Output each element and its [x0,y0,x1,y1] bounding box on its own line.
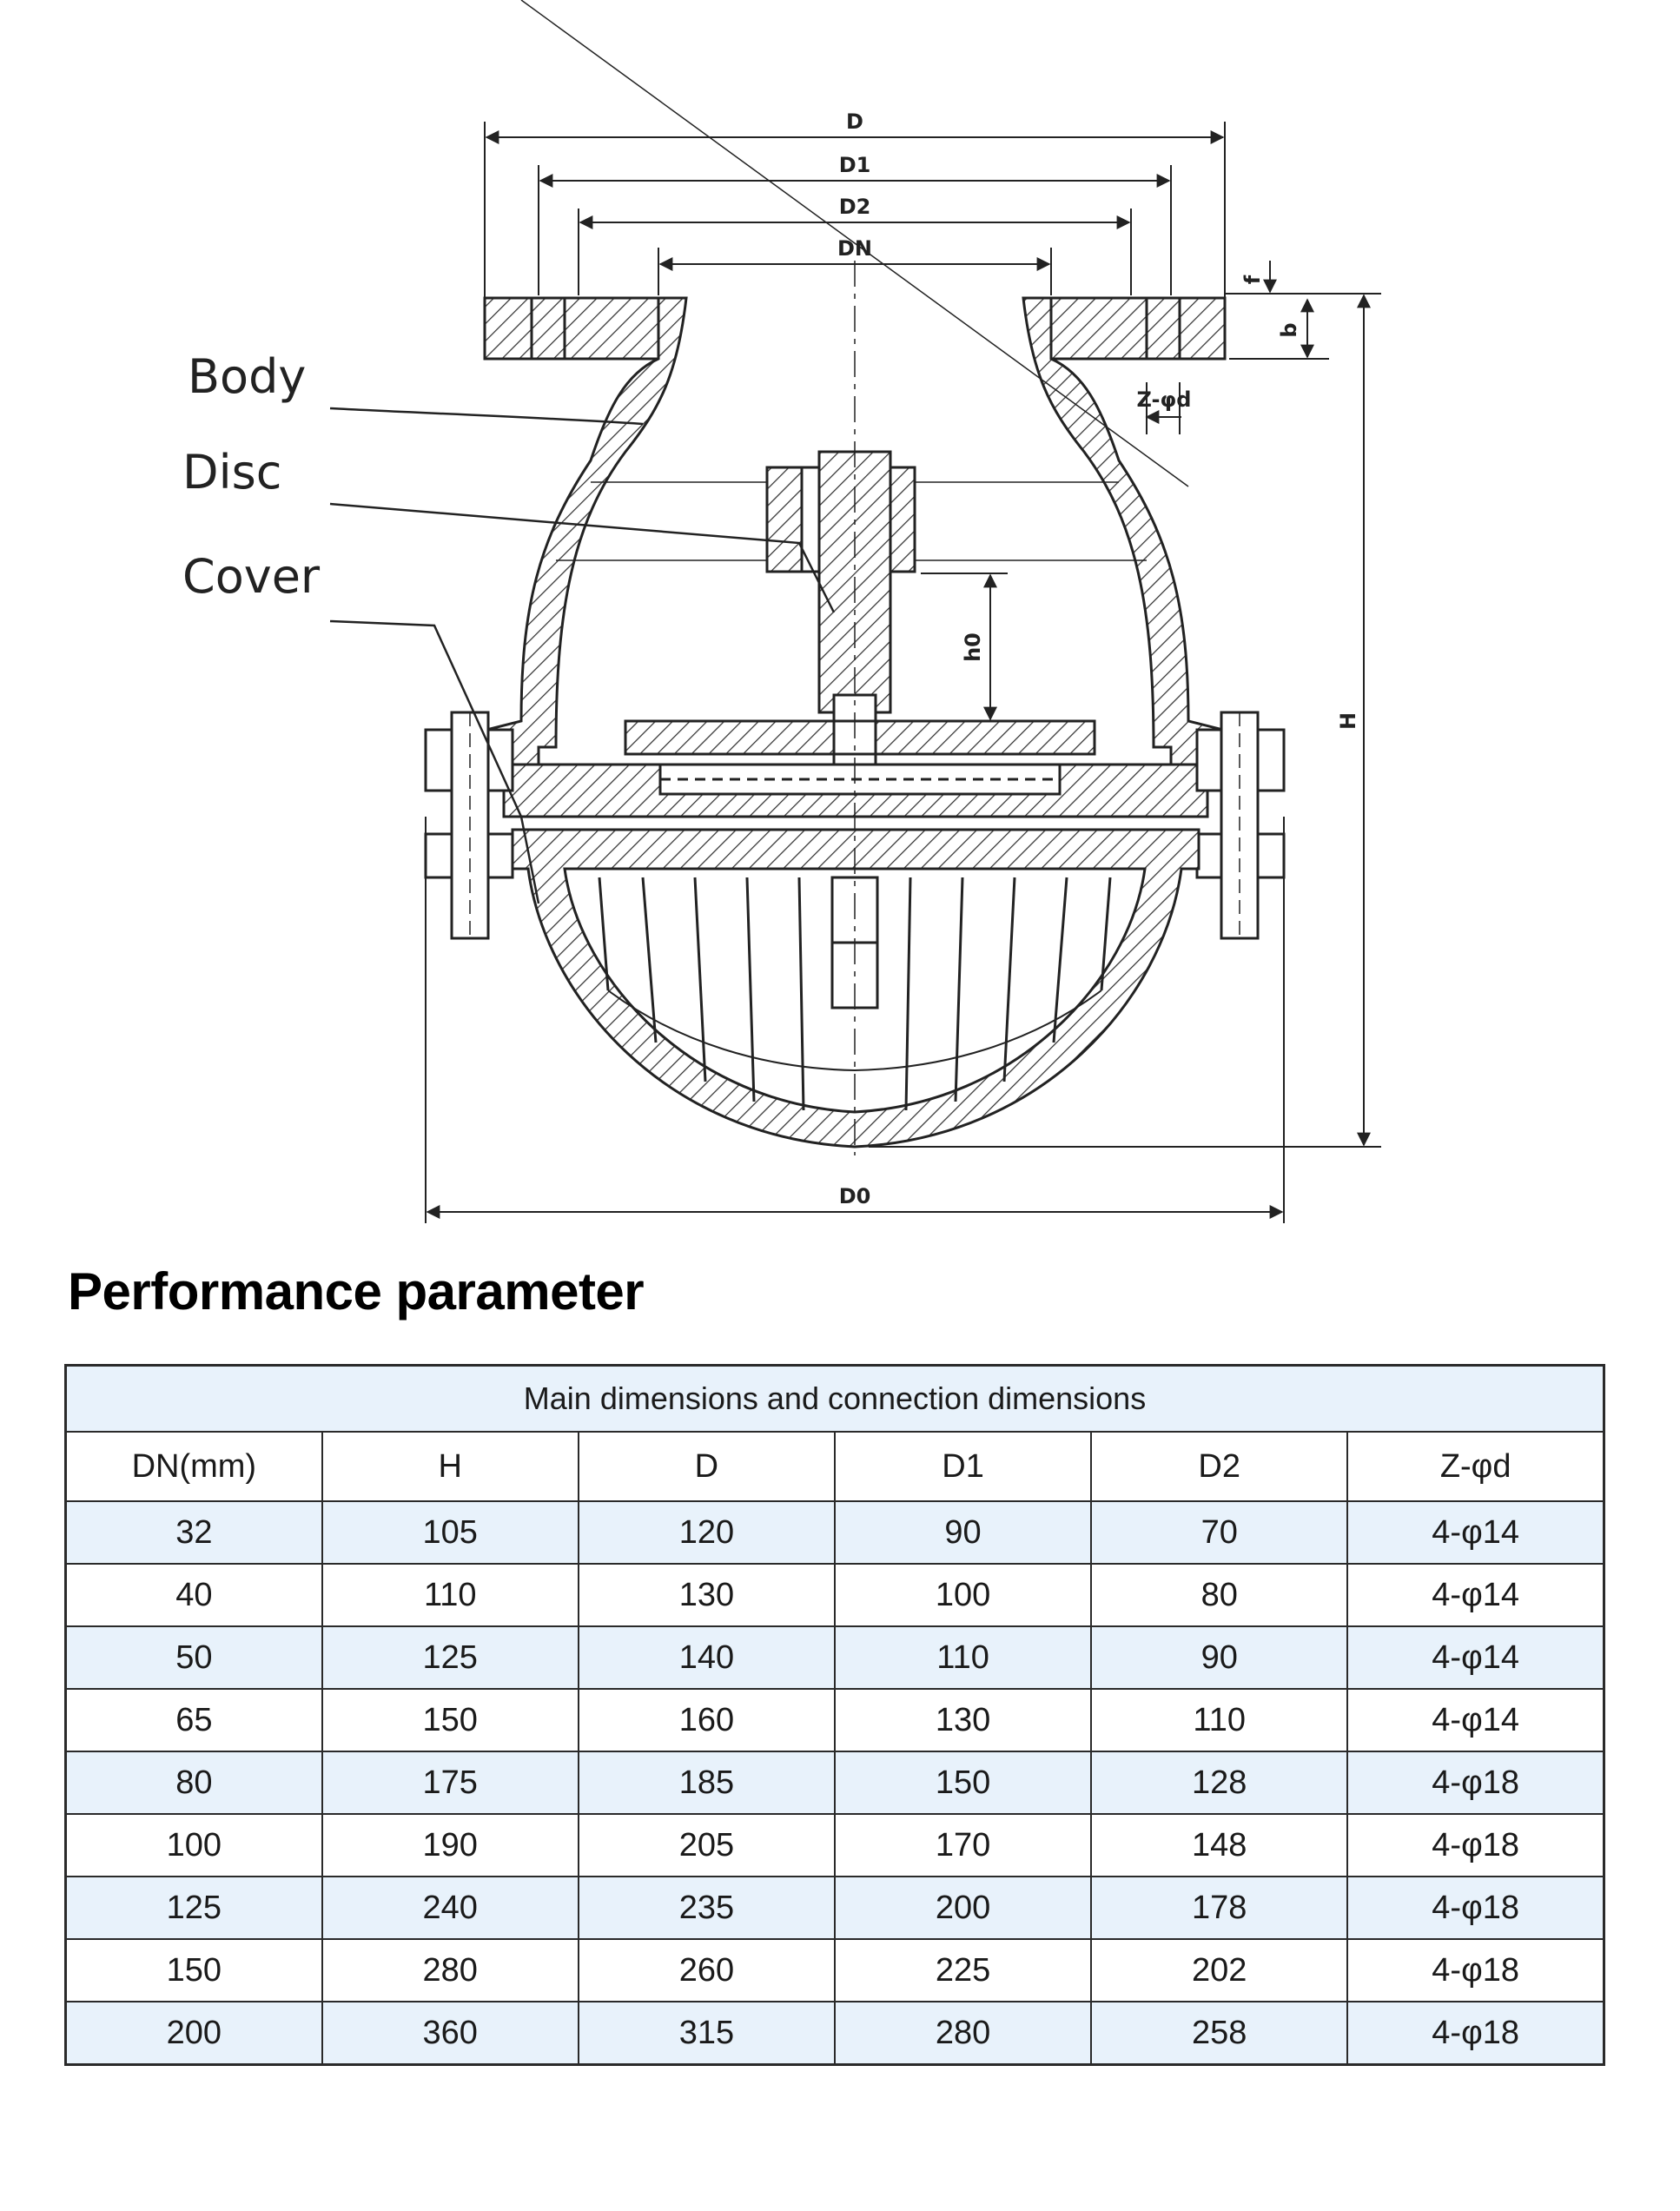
dim-d-label: D [846,109,863,134]
column-header: D2 [1090,1431,1349,1502]
table-cell: 240 [321,1876,579,1940]
table-cell: 150 [64,1938,323,2002]
section-title: Performance parameter [68,1262,645,1321]
table-cell: 175 [321,1751,579,1815]
table-cell: 185 [577,1751,836,1815]
table-cell: 160 [577,1688,836,1752]
table-cell: 280 [321,1938,579,2002]
callout-disc: Disc [182,445,281,500]
table-cell: 4-φ18 [1346,1876,1605,1940]
dim-z-label: Z-φd [1137,387,1192,412]
table-cell: 4-φ14 [1346,1500,1605,1565]
dim-dn-label: DN [837,236,872,261]
dim-f-label: f [1240,275,1265,284]
table-cell: 315 [577,2001,836,2066]
table-cell: 200 [833,1876,1093,1940]
table-cell: 100 [833,1563,1093,1627]
dim-d1-label: D1 [839,153,871,177]
table-cell: 258 [1090,2001,1349,2066]
table-cell: 190 [321,1813,579,1877]
table-cell: 90 [1090,1625,1349,1690]
table-cell: 40 [64,1563,323,1627]
table-cell: 178 [1090,1876,1349,1940]
table-cell: 235 [577,1876,836,1940]
disc-stem [624,450,1096,818]
table-cell: 202 [1090,1938,1349,2002]
table-caption-row: Main dimensions and connection dimension… [64,1364,1605,1433]
table-cell: 4-φ18 [1346,1938,1605,2002]
table-cell: 120 [577,1500,836,1565]
table-cell: 70 [1090,1500,1349,1565]
dimensions-table: Main dimensions and connection dimension… [64,1364,1605,2066]
callout-cover: Cover [182,549,321,604]
table-cell: 4-φ14 [1346,1688,1605,1752]
table-cell: 4-φ14 [1346,1625,1605,1690]
dim-d2-label: D2 [839,195,871,219]
flange-bolts [424,711,1286,940]
dim-d0-label: D0 [839,1184,871,1208]
table-cell: 140 [577,1625,836,1690]
table-cell: 110 [321,1563,579,1627]
table-cell: 125 [321,1625,579,1690]
dim-b-label: b [1277,322,1301,337]
table-cell: 105 [321,1500,579,1565]
table-cell: 200 [64,2001,323,2066]
table-cell: 110 [833,1625,1093,1690]
table-cell: 4-φ18 [1346,1751,1605,1815]
strainer-cover [511,828,1200,1149]
table-cell: 110 [1090,1688,1349,1752]
table-cell: 80 [64,1751,323,1815]
table-cell: 130 [833,1688,1093,1752]
column-header: Z-φd [1346,1431,1605,1502]
top-flange [483,296,1227,361]
table-cell: 205 [577,1813,836,1877]
table-cell: 170 [833,1813,1093,1877]
table-cell: 150 [833,1751,1093,1815]
table-cell: 148 [1090,1813,1349,1877]
table-header-row: DN(mm) H D D1 D2 Z-φd [64,1431,1605,1502]
dimension-lines [425,122,1381,1223]
table-cell: 225 [833,1938,1093,2002]
dim-h0-label: h0 [961,632,985,662]
table-cell: 4-φ18 [1346,2001,1605,2066]
table-cell: 32 [64,1500,323,1565]
table-cell: 360 [321,2001,579,2066]
table-cell: 150 [321,1688,579,1752]
table-cell: 90 [833,1500,1093,1565]
column-header: D1 [833,1431,1093,1502]
table-cell: 125 [64,1876,323,1940]
disc-plate [502,763,1209,818]
table-cell: 130 [577,1563,836,1627]
column-header: H [321,1431,579,1502]
table-cell: 128 [1090,1751,1349,1815]
table-cell: 4-φ14 [1346,1563,1605,1627]
table-cell: 280 [833,2001,1093,2066]
table-cell: 65 [64,1688,323,1752]
column-header: D [577,1431,836,1502]
callout-leaders [329,407,836,904]
table-cell: 4-φ18 [1346,1813,1605,1877]
table-caption: Main dimensions and connection dimension… [64,1364,1605,1433]
table-cell: 100 [64,1813,323,1877]
column-header: DN(mm) [64,1431,323,1502]
dim-h-label: H [1336,712,1360,730]
table-cell: 50 [64,1625,323,1690]
callout-body: Body [188,349,306,404]
foot-valve-drawing: Body Disc Cover D D1 D2 DN D0 H h0 f b Z… [182,0,1381,1223]
table-cell: 80 [1090,1563,1349,1627]
table-cell: 260 [577,1938,836,2002]
